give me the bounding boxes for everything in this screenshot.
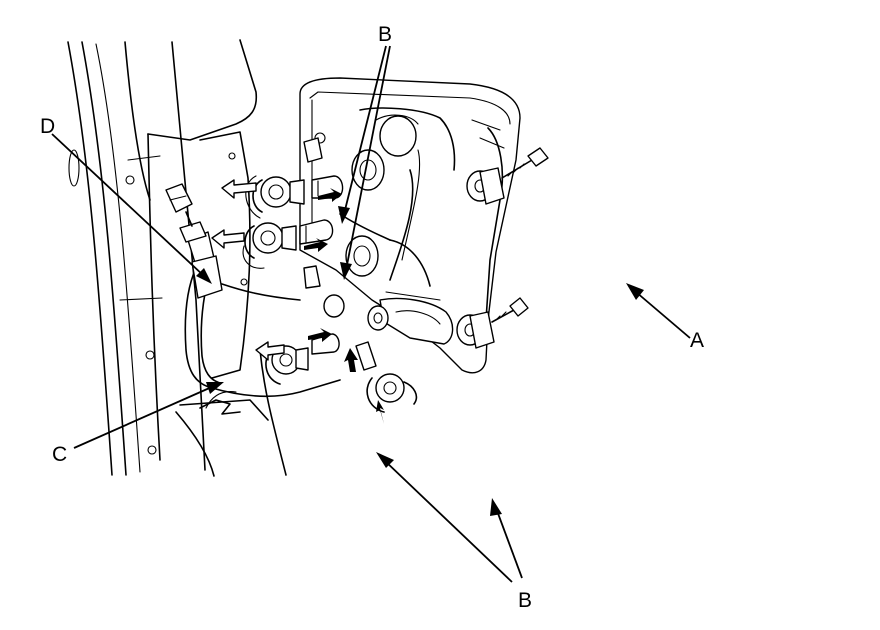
taillight-housing: [299, 77, 521, 374]
bulb-side: [303, 137, 323, 289]
bulb-socket-lower: [265, 345, 309, 385]
callout-d: D: [40, 115, 56, 138]
leader-line-b-top: [338, 45, 391, 280]
bulb-license: [355, 341, 377, 371]
bulb-socket-license: [366, 373, 418, 413]
bulb-socket-middle: [242, 222, 297, 269]
vehicle-body-panel: [67, 39, 287, 477]
leader-line-c: [73, 382, 224, 449]
callout-a: A: [690, 329, 705, 352]
leader-line-a: [626, 283, 691, 339]
callout-b-top: B: [378, 23, 393, 46]
leader-line-b-bottom: [376, 452, 523, 583]
direction-arrows: [211, 179, 384, 424]
mounting-bolt-upper: [501, 147, 549, 179]
wire-harness: [165, 183, 341, 415]
callout-b-bottom: B: [518, 589, 533, 612]
bulb-lower: [311, 333, 340, 355]
leader-line-d: [51, 133, 212, 284]
bulb-middle: [299, 219, 334, 245]
callout-c: C: [52, 443, 68, 466]
bulb-socket-upper: [245, 175, 305, 219]
mounting-bolt-lower: [491, 297, 529, 323]
